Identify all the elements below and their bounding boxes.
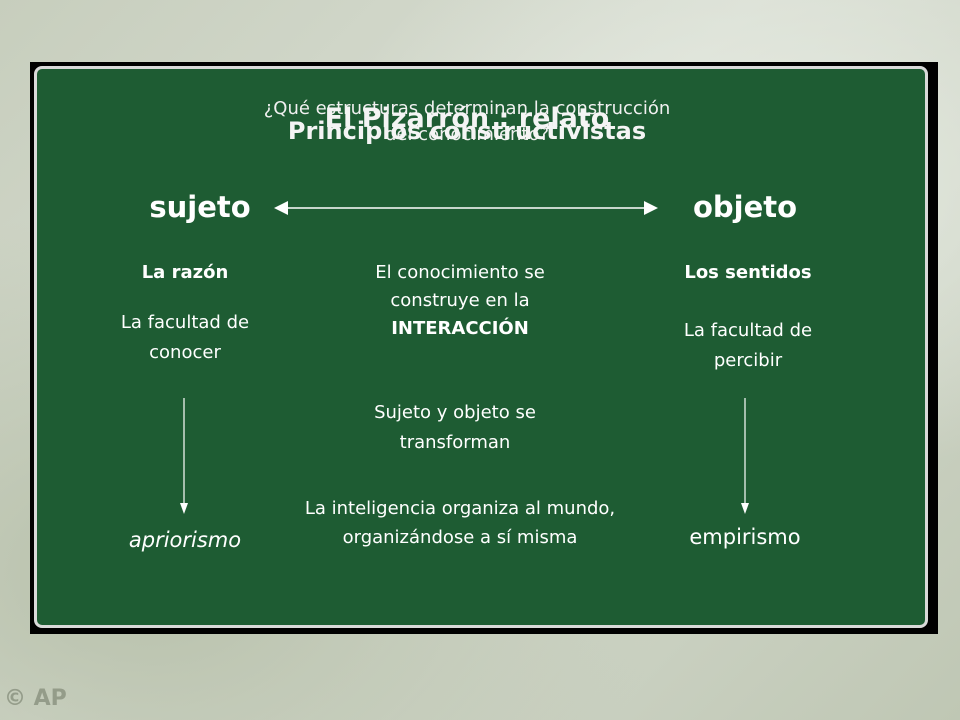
- arrow-head-left-icon: [274, 201, 288, 215]
- sujeto-heading: sujeto: [149, 190, 251, 224]
- interaccion-text-plain: El conocimiento se construye en la: [375, 262, 545, 311]
- arrow-head-right-icon: [644, 201, 658, 215]
- objeto-heading: objeto: [692, 190, 798, 224]
- interaccion-text: El conocimiento se construye en la INTER…: [330, 259, 590, 343]
- facultad-percibir-text: La facultad de percibir: [683, 320, 813, 371]
- watermark: © AP: [4, 686, 67, 711]
- transformacion-text: Sujeto y objeto se transforman: [374, 402, 536, 453]
- facultad-conocer-text: La facultad de conocer: [120, 312, 250, 363]
- razon-label: La razón: [141, 262, 229, 283]
- sentidos-label: Los sentidos: [684, 262, 812, 283]
- inteligencia-text: La inteligencia organiza al mundo, organ…: [304, 498, 616, 548]
- apriorismo-label: apriorismo: [128, 528, 242, 552]
- slide-board: [34, 66, 928, 628]
- arrow-down-right-icon: [741, 503, 749, 514]
- interaccion-bold: INTERACCIÓN: [391, 318, 529, 339]
- arrow-down-left-icon: [180, 503, 188, 514]
- slide-title-principios: Principios constructivistas: [287, 117, 647, 145]
- slide-question: ¿Qué estructuras determinan la construcc…: [263, 98, 671, 145]
- empirismo-label: empirismo: [689, 525, 801, 549]
- slide-title-relato: El Pizarrón : relato: [324, 103, 610, 134]
